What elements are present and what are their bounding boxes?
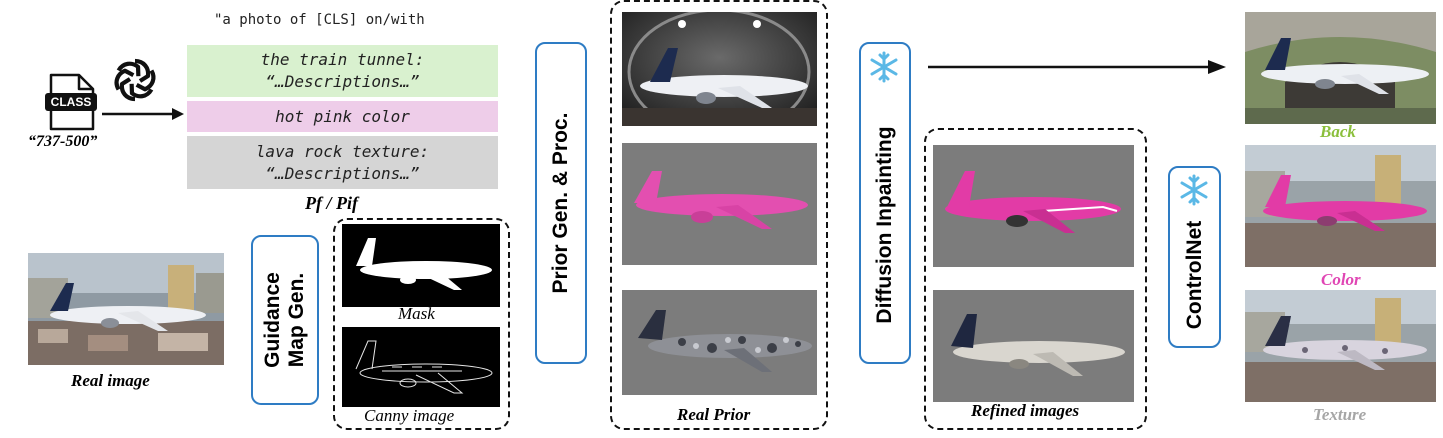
snowflake-icon — [867, 50, 901, 84]
output-texture-image — [1245, 290, 1436, 402]
real-prior-group — [610, 0, 828, 430]
prior-gen-box: Prior Gen. & Proc. — [535, 42, 587, 364]
prompt-template: "a photo of [CLS] on/with — [214, 12, 425, 28]
real-image-label: Real image — [71, 371, 150, 390]
output-back-image — [1245, 12, 1436, 124]
controlnet-box: ControlNet — [1168, 166, 1221, 348]
prompt-color: hot pink color — [187, 101, 498, 132]
texture-caption: Texture — [1313, 405, 1367, 424]
canny-caption: Canny image — [364, 406, 455, 425]
refined-texture-image — [933, 290, 1134, 402]
guidance-label-line1: Guidance — [261, 272, 284, 368]
prompt-back-line1: the train tunnel: — [260, 50, 425, 69]
real-image — [28, 253, 224, 365]
diffusion-inpainting-label: Diffusion Inpainting — [873, 126, 896, 324]
canny-image — [342, 327, 500, 407]
mask-caption: Mask — [398, 304, 435, 323]
color-caption: Color — [1321, 270, 1361, 289]
prompt-texture-line1: lava rock texture: — [255, 141, 430, 161]
real-prior-caption: Real Prior — [677, 405, 751, 424]
class-name: “737-500” — [28, 133, 98, 150]
openai-logo-icon — [110, 55, 160, 105]
refined-images-caption: Refined images — [971, 401, 1080, 420]
prompt-texture: lava rock texture: “…Descriptions…” — [187, 136, 498, 189]
diffusion-inpainting-box: Diffusion Inpainting — [859, 42, 911, 364]
prior-color-image — [622, 143, 817, 265]
snowflake-icon — [1177, 173, 1211, 207]
guidance-label-line2: Map Gen. — [285, 272, 308, 368]
back-caption: Back — [1320, 122, 1356, 141]
prompt-back: the train tunnel: “…Descriptions…” — [187, 45, 498, 97]
class-file-icon: CLASS — [43, 73, 101, 131]
guidance-maps-group — [333, 218, 510, 430]
prior-back-image — [622, 12, 817, 126]
prompt-color-line1: hot pink color — [275, 106, 410, 126]
refined-images-group — [924, 128, 1147, 430]
guidance-map-gen-label: Guidance Map Gen. — [261, 272, 309, 368]
mask-image — [342, 224, 500, 307]
right-arrow-icon — [926, 58, 1228, 76]
output-color-image — [1245, 145, 1436, 267]
prompt-texture-line2: “…Descriptions…” — [265, 163, 420, 183]
prior-texture-image — [622, 290, 817, 395]
refined-color-image — [933, 145, 1134, 267]
controlnet-label: ControlNet — [1182, 220, 1206, 330]
prompt-back-line2: “…Descriptions…” — [265, 72, 420, 91]
class-file-label: CLASS — [50, 95, 92, 109]
prior-gen-label: Prior Gen. & Proc. — [549, 112, 572, 294]
prompt-symbol: Pf / Pif — [305, 193, 358, 213]
right-arrow-icon — [100, 106, 186, 122]
guidance-map-gen-box: Guidance Map Gen. — [251, 235, 319, 405]
